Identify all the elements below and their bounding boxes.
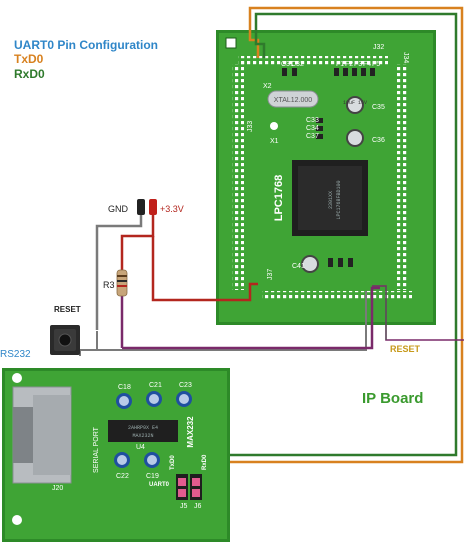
c22-label: C22 xyxy=(116,473,129,480)
c34-label: C34 xyxy=(306,125,319,132)
serial-port-title: SERIAL PORT xyxy=(93,426,100,473)
crystal-x2 xyxy=(267,90,319,108)
mcu-label: LPC1768 xyxy=(273,175,285,221)
mount-hole-top xyxy=(12,373,22,383)
j37-label: J37 xyxy=(267,269,274,280)
max232-chip xyxy=(108,420,178,442)
f5-label: F5 xyxy=(372,61,380,68)
legend-rxd: RxD0 xyxy=(14,67,45,81)
c36-label: C36 xyxy=(372,137,385,144)
txd0-board-label: TxD0 xyxy=(170,455,176,470)
reset-wire-label: RESET xyxy=(390,344,421,354)
vcc-terminal xyxy=(149,199,157,215)
c18-label: C18 xyxy=(118,384,131,391)
smd-parts: C31 C32 F1 F2 F3 F4 F5 xyxy=(281,61,380,76)
rxd-wire xyxy=(195,12,458,474)
mcu-marking-2: 2301XX xyxy=(328,191,334,209)
x1-dot xyxy=(270,122,278,130)
reset-button-label: RESET xyxy=(54,305,81,314)
x1-label: X1 xyxy=(270,138,279,145)
c23-label: C23 xyxy=(179,382,192,389)
c21-label: C21 xyxy=(149,382,162,389)
c41-label: C41 xyxy=(292,263,305,270)
max232-marking-2: MAX232N xyxy=(132,433,153,439)
serial-capacitors: C18 C21 C23 C22 C19 xyxy=(114,382,192,480)
resistor-label: R3 xyxy=(103,280,115,290)
uart0-label: UART0 xyxy=(149,482,170,488)
c31-label: C31 xyxy=(281,61,294,68)
ip-board-label: IP Board xyxy=(362,390,423,407)
c33-label: C33 xyxy=(306,117,319,124)
gnd-label: GND xyxy=(108,204,129,214)
f2-label: F2 xyxy=(345,61,353,68)
mount-hole-bottom xyxy=(12,515,22,525)
j5-label: J5 xyxy=(180,503,188,510)
max232-label: MAX232 xyxy=(186,416,195,448)
j20-label: J20 xyxy=(52,485,63,492)
rxd0-board-label: RxD0 xyxy=(202,454,208,470)
c37-label: C37 xyxy=(306,133,319,140)
x2-label: X2 xyxy=(263,83,272,90)
main-board: J32 J34 J33 J37 C31 C32 F1 F2 F3 F4 F5 X… xyxy=(216,30,436,325)
header-left xyxy=(232,64,244,290)
header-right xyxy=(397,64,409,290)
f3-label: F3 xyxy=(354,61,362,68)
gnd-wire xyxy=(95,213,143,330)
mcu-marking-1: LPC1768FBD100 xyxy=(336,180,342,219)
electrolytic-capacitors: 10uF 16V C35 C36 C41 xyxy=(292,96,385,273)
gnd-wire-2 xyxy=(96,291,367,351)
c32-label: C32 xyxy=(291,61,304,68)
c19-label: C19 xyxy=(146,473,159,480)
header-bottom xyxy=(262,291,412,300)
u4-label: U4 xyxy=(136,444,145,451)
j34-label: J34 xyxy=(402,52,409,63)
legend-txd: TxD0 xyxy=(14,52,44,66)
header-top xyxy=(238,56,388,65)
legend-title: UART0 Pin Configuration xyxy=(14,38,158,52)
j32-label: J32 xyxy=(373,44,384,51)
resistor-r3 xyxy=(116,269,128,297)
f1-label: F1 xyxy=(336,61,344,68)
vcc-wire xyxy=(120,213,155,270)
serial-board: J20 SERIAL PORT 2AHRP9X E4 MAX232N MAX23… xyxy=(2,368,230,542)
vcc-label: +3.3V xyxy=(160,204,184,214)
vcc-wire-2 xyxy=(151,236,258,302)
max232-marking-1: 2AHRP9X E4 xyxy=(128,425,158,431)
j6-label: J6 xyxy=(194,503,202,510)
gnd-terminal xyxy=(137,199,145,215)
crystal-marking: XTAL12.000 xyxy=(274,97,313,104)
c35-label: C35 xyxy=(372,104,385,111)
svg-text:10uF 16V: 10uF 16V xyxy=(343,100,367,106)
rs232-label: RS232 xyxy=(0,349,31,360)
f4-label: F4 xyxy=(363,61,371,68)
j33-label: J33 xyxy=(247,121,254,132)
